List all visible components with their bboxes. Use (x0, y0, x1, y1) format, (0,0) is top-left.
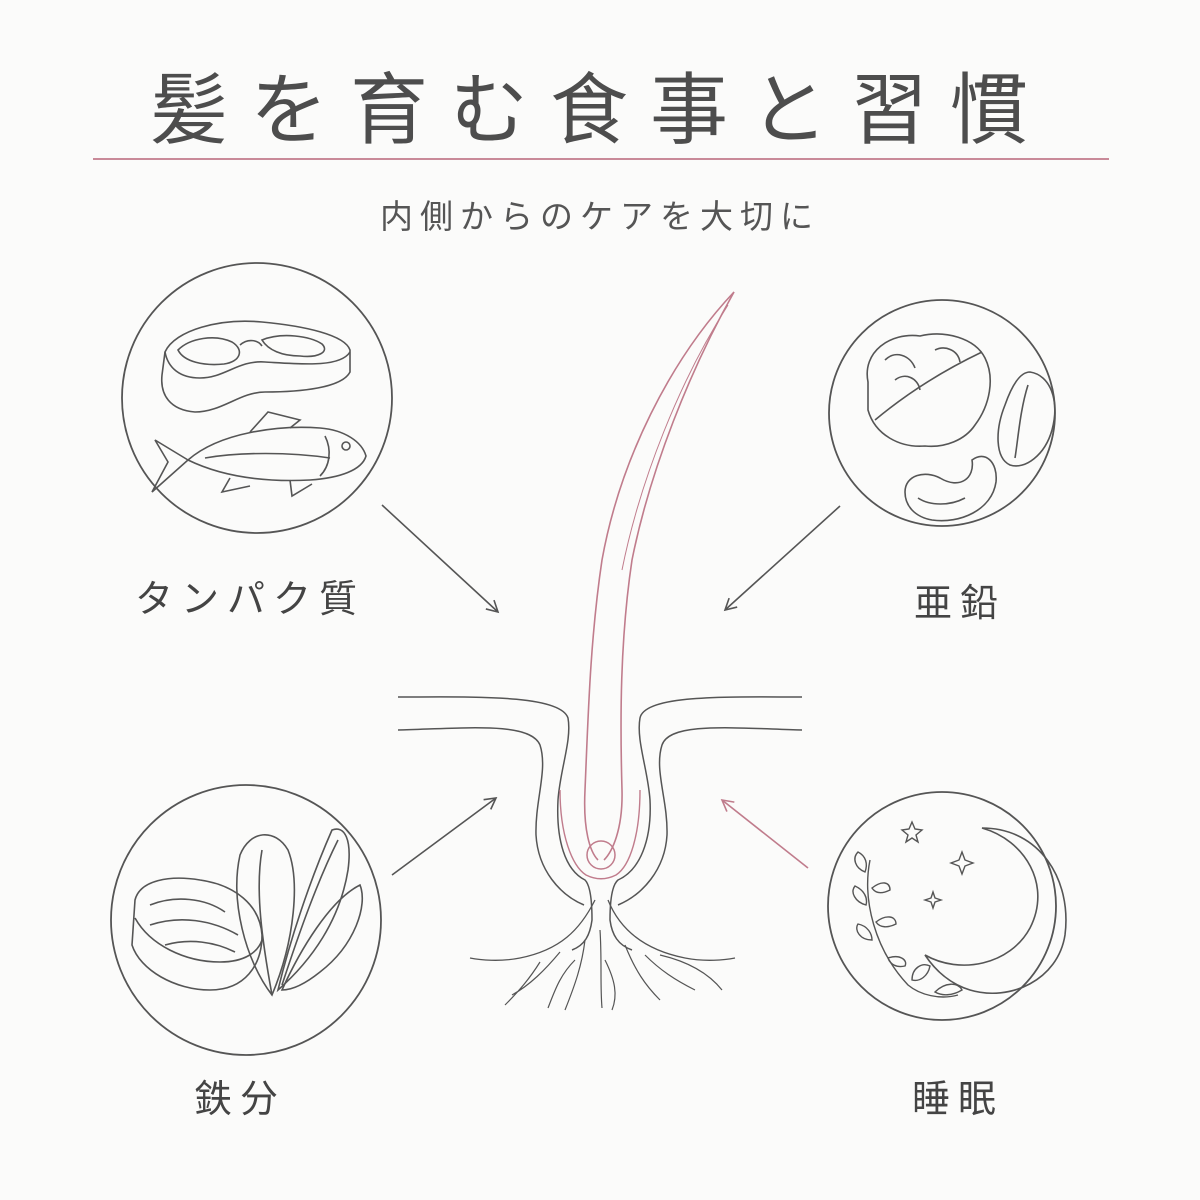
star-icon (900, 820, 975, 911)
page-subtitle: 内側からのケアを大切に (380, 197, 820, 236)
iron-arrow (391, 797, 498, 876)
sleep-arrow (720, 798, 809, 869)
protein-circle (121, 262, 393, 534)
sleep-circle (827, 791, 1067, 1021)
protein-arrow (381, 504, 500, 614)
label-zinc: 亜鉛 (913, 581, 1006, 625)
iron-circle (110, 784, 382, 1056)
fish-icon (151, 411, 367, 498)
zinc-circle (828, 299, 1056, 527)
hair-follicle-icon (397, 291, 803, 1011)
label-protein: タンパク質 (134, 577, 365, 621)
zinc-arrow (723, 505, 841, 612)
meat-steak-icon (161, 320, 351, 413)
label-sleep: 睡眠 (911, 1077, 1004, 1121)
cashew-icon (904, 455, 997, 522)
almond-icon (997, 371, 1056, 467)
meat-icon (131, 877, 263, 991)
crescent-moon-icon (924, 827, 1067, 995)
page-title: 髪を育む食事と習慣 (149, 66, 1050, 156)
sprig-icon (852, 851, 963, 998)
label-iron: 鉄分 (193, 1077, 286, 1121)
spinach-icon (236, 828, 364, 997)
walnut-icon (866, 333, 991, 448)
title-divider (93, 158, 1109, 160)
